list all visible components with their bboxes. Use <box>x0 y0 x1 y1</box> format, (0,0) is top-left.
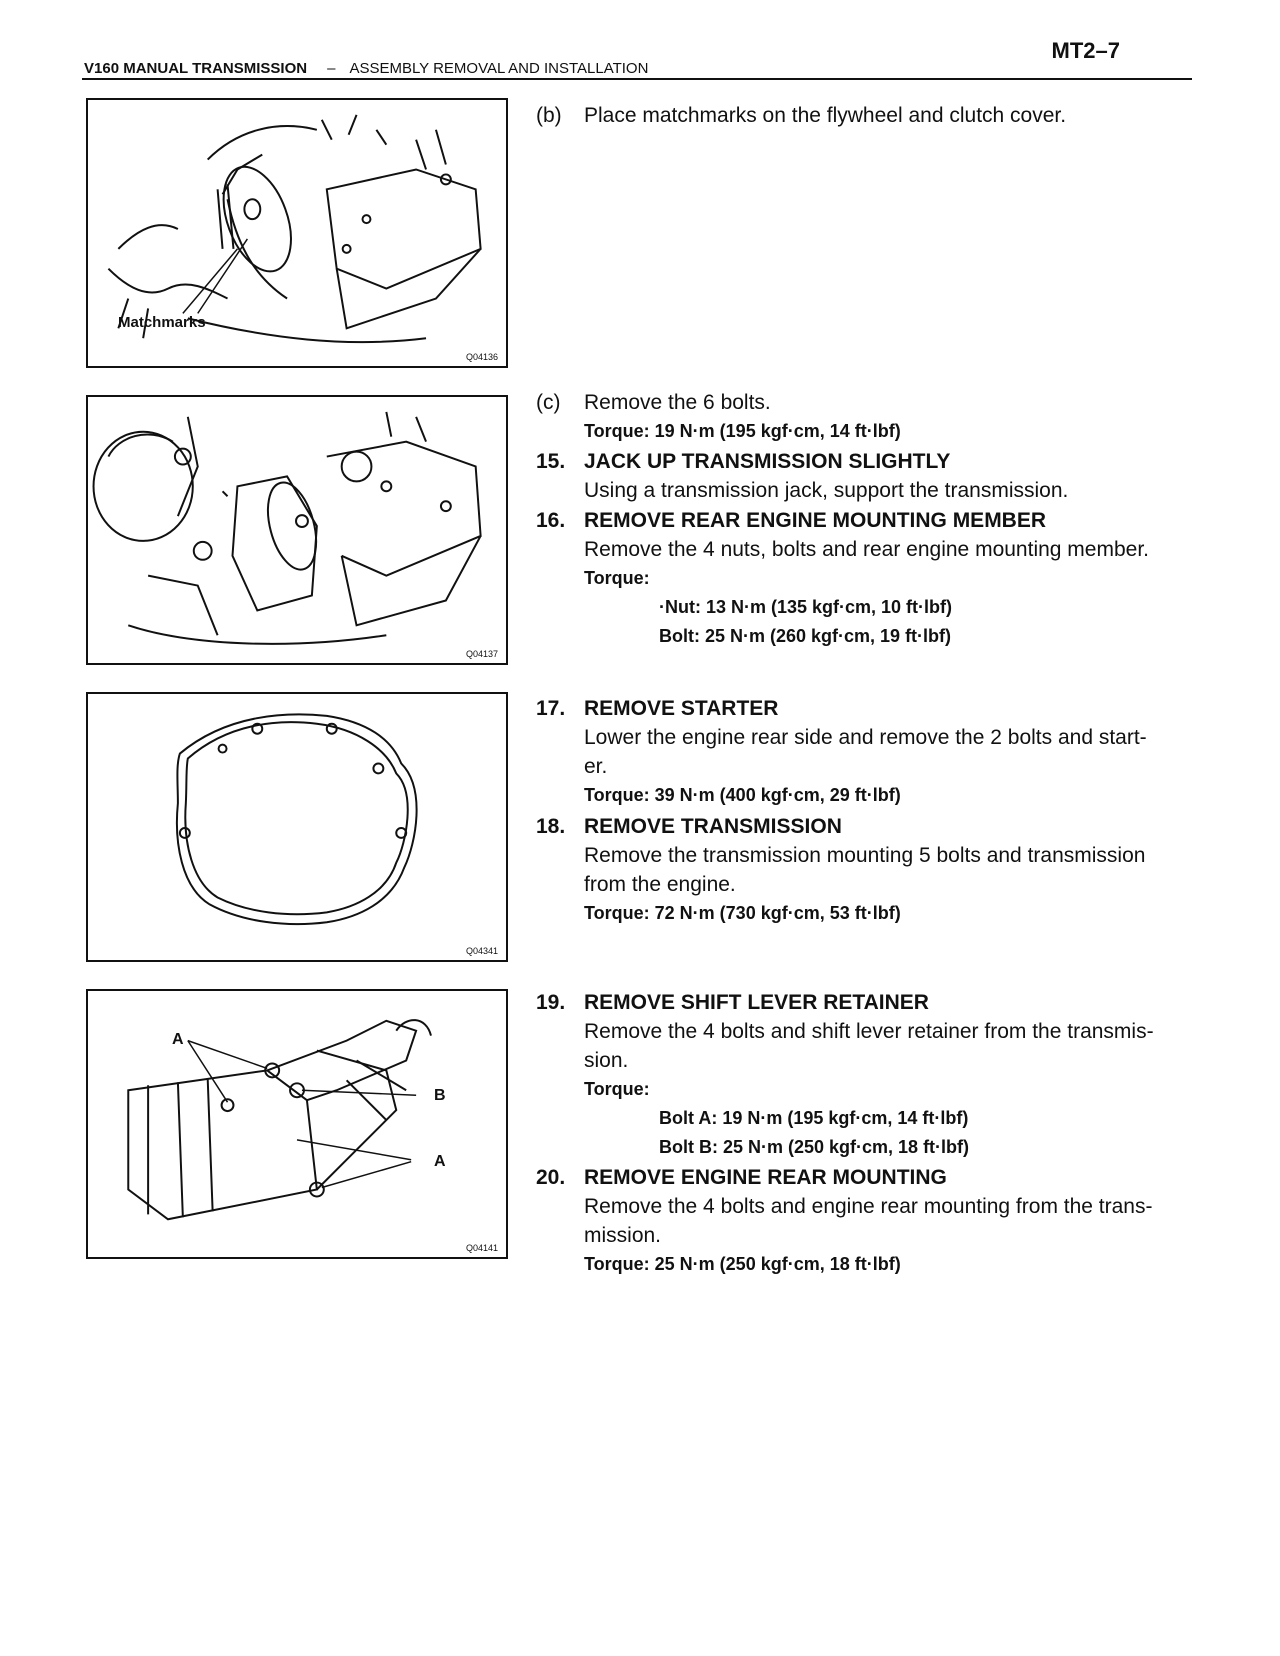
torque-label: Torque: <box>584 568 650 588</box>
torque-spec: Torque: 25 N·m (250 kgf·cm, 18 ft·lbf) <box>584 1254 901 1274</box>
step-heading: JACK UP TRANSMISSION SLIGHTLY <box>584 450 951 473</box>
matchmarks-label: Matchmarks <box>118 314 206 331</box>
step-number: 16. <box>536 509 566 532</box>
torque-nut: ·Nut: 13 N·m (135 kgf·cm, 10 ft·lbf) <box>659 597 953 617</box>
header-rule <box>82 78 1192 80</box>
step-heading: REMOVE SHIFT LEVER RETAINER <box>584 991 929 1014</box>
label-a-top: A <box>172 1031 184 1048</box>
step-number: 15. <box>536 450 566 473</box>
step-heading: REMOVE STARTER <box>584 697 779 720</box>
step-text: Lower the engine rear side and remove th… <box>584 726 1147 749</box>
figure-matchmarks: Matchmarks Q04136 <box>86 98 508 368</box>
step-text: sion. <box>584 1049 629 1072</box>
step-text: Remove the 4 nuts, bolts and rear engine… <box>584 538 1149 561</box>
step-number: 17. <box>536 697 566 720</box>
figure-code: Q04141 <box>465 1243 498 1253</box>
torque-spec: Torque: 39 N·m (400 kgf·cm, 29 ft·lbf) <box>584 785 901 805</box>
header-dash: – <box>327 60 336 77</box>
figure-code: Q04341 <box>465 946 498 956</box>
bolts-illustration <box>92 411 482 645</box>
section-title: V160 MANUAL TRANSMISSION <box>84 60 308 77</box>
retainer-illustration <box>127 1019 432 1221</box>
step-text: from the engine. <box>584 873 736 896</box>
step-text: er. <box>584 755 608 778</box>
torque-label: Torque: <box>584 1079 650 1099</box>
step-text: Remove the 4 bolts and shift lever retai… <box>584 1020 1154 1043</box>
step-number: 20. <box>536 1166 566 1189</box>
step-heading: REMOVE TRANSMISSION <box>584 815 842 838</box>
running-header: V160 MANUAL TRANSMISSION –ASSEMBLY REMOVA… <box>84 60 648 77</box>
label-b: B <box>434 1087 446 1104</box>
subsection-title: ASSEMBLY REMOVAL AND INSTALLATION <box>349 60 649 77</box>
step-text: Place matchmarks on the flywheel and clu… <box>584 104 1067 127</box>
step-text: Using a transmission jack, support the t… <box>584 479 1069 502</box>
torque-bolt: Bolt: 25 N·m (260 kgf·cm, 19 ft·lbf) <box>659 626 952 646</box>
step-text: Remove the 4 bolts and engine rear mount… <box>584 1195 1153 1218</box>
step-text: Remove the 6 bolts. <box>584 391 771 414</box>
figure-six-bolts: Q04137 <box>86 395 508 665</box>
torque-spec: Torque: 72 N·m (730 kgf·cm, 53 ft·lbf) <box>584 903 901 923</box>
step-number: 19. <box>536 991 566 1014</box>
torque-bolt-a: Bolt A: 19 N·m (195 kgf·cm, 14 ft·lbf) <box>659 1108 969 1128</box>
step-heading: REMOVE ENGINE REAR MOUNTING <box>584 1166 947 1189</box>
page-number: MT2–7 <box>1051 38 1120 63</box>
torque-bolt-b: Bolt B: 25 N·m (250 kgf·cm, 18 ft·lbf) <box>659 1137 970 1157</box>
step-text: Remove the transmission mounting 5 bolts… <box>584 844 1146 867</box>
step-number: (b) <box>536 104 562 127</box>
step-number: 18. <box>536 815 566 838</box>
step-heading: REMOVE REAR ENGINE MOUNTING MEMBER <box>584 509 1047 532</box>
figure-housing-outline: Q04341 <box>86 692 508 962</box>
step-number: (c) <box>536 391 561 414</box>
matchmarks-illustration <box>107 114 482 344</box>
figure-code: Q04137 <box>465 649 498 659</box>
label-a-right: A <box>434 1153 446 1170</box>
figure-shift-lever-retainer: A B A Q04141 <box>86 989 508 1259</box>
housing-illustration <box>175 713 418 926</box>
torque-spec: Torque: 19 N·m (195 kgf·cm, 14 ft·lbf) <box>584 421 901 441</box>
step-text: mission. <box>584 1224 662 1247</box>
figure-code: Q04136 <box>465 352 498 362</box>
